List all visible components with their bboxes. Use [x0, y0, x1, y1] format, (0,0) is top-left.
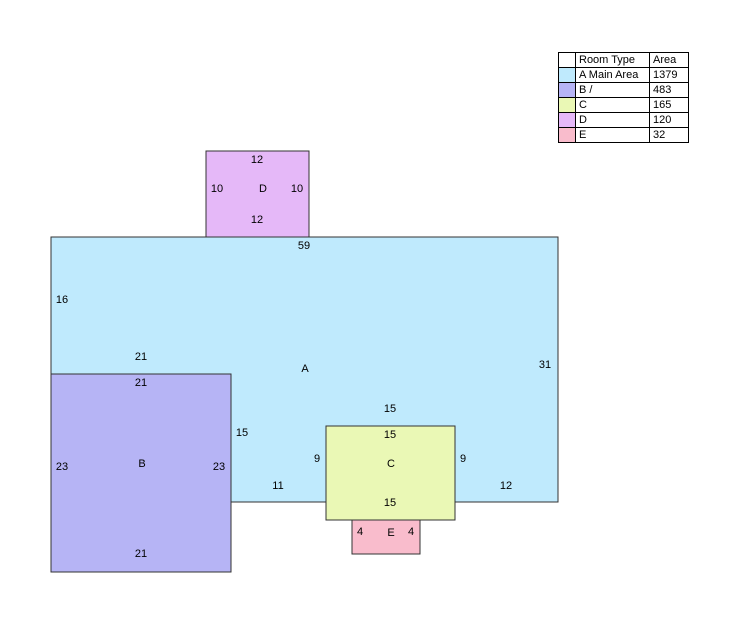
room-c-shape: [325, 425, 456, 521]
legend-type-e: E: [575, 127, 650, 143]
legend-header-area: Area: [649, 52, 689, 68]
legend-row: E 32: [558, 127, 689, 143]
room-c-dim-right: 9: [460, 453, 466, 465]
room-b-dim-bottom: 21: [135, 548, 147, 560]
room-d-shape: [205, 150, 310, 238]
legend-row: A Main Area 1379: [558, 67, 689, 83]
legend-swatch-a: [558, 67, 576, 83]
legend-area-e: 32: [649, 127, 689, 143]
legend-swatch-d: [558, 112, 576, 128]
room-b-shape: [50, 373, 232, 573]
room-e-dim-right: 4: [408, 526, 414, 538]
room-d-dim-left: 10: [211, 183, 223, 195]
room-e-label: E: [387, 527, 394, 539]
legend-area-b: 483: [649, 82, 689, 98]
room-c-dim-top: 15: [384, 429, 396, 441]
room-a-label: A: [301, 363, 309, 375]
room-c-dim-above: 15: [384, 403, 396, 415]
room-b-label: B: [138, 458, 145, 470]
legend-area-d: 120: [649, 112, 689, 128]
legend-type-c: C: [575, 97, 650, 113]
legend-area-a: 1379: [649, 67, 689, 83]
room-d-label: D: [259, 183, 267, 195]
room-a-dim-top: 59: [298, 240, 310, 252]
room-e-dim-left: 4: [357, 526, 363, 538]
legend-swatch-e: [558, 127, 576, 143]
legend-swatch-c: [558, 97, 576, 113]
legend-type-b: B /: [575, 82, 650, 98]
room-type-legend: Room Type Area A Main Area 1379 B / 483 …: [558, 52, 689, 143]
room-e-shape: [351, 519, 421, 555]
room-a-dim-lower-left: 21: [135, 351, 147, 363]
room-c-label: C: [387, 458, 395, 470]
legend-header-row: Room Type Area: [558, 52, 689, 68]
room-d-dim-bottom: 12: [251, 214, 263, 226]
room-b-dim-top: 21: [135, 377, 147, 389]
legend-header-type: Room Type: [575, 52, 650, 68]
legend-row: D 120: [558, 112, 689, 128]
legend-header-swatch: [558, 52, 576, 68]
room-a-dim-left: 16: [56, 294, 68, 306]
legend-type-a: A Main Area: [575, 67, 650, 83]
room-d-dim-top: 12: [251, 154, 263, 166]
legend-type-d: D: [575, 112, 650, 128]
legend-swatch-b: [558, 82, 576, 98]
room-c-dim-bottom: 15: [384, 497, 396, 509]
room-a-dim-step: 15: [236, 427, 248, 439]
legend-row: C 165: [558, 97, 689, 113]
room-b-dim-right: 23: [213, 461, 225, 473]
legend-row: B / 483: [558, 82, 689, 98]
legend-area-c: 165: [649, 97, 689, 113]
room-a-dim-bottom-right: 12: [500, 480, 512, 492]
room-b-dim-left: 23: [56, 461, 68, 473]
room-a-dim-right: 31: [539, 359, 551, 371]
room-a-dim-bottom-left: 11: [272, 480, 283, 492]
room-d-dim-right: 10: [291, 183, 303, 195]
room-c-dim-left: 9: [314, 453, 320, 465]
